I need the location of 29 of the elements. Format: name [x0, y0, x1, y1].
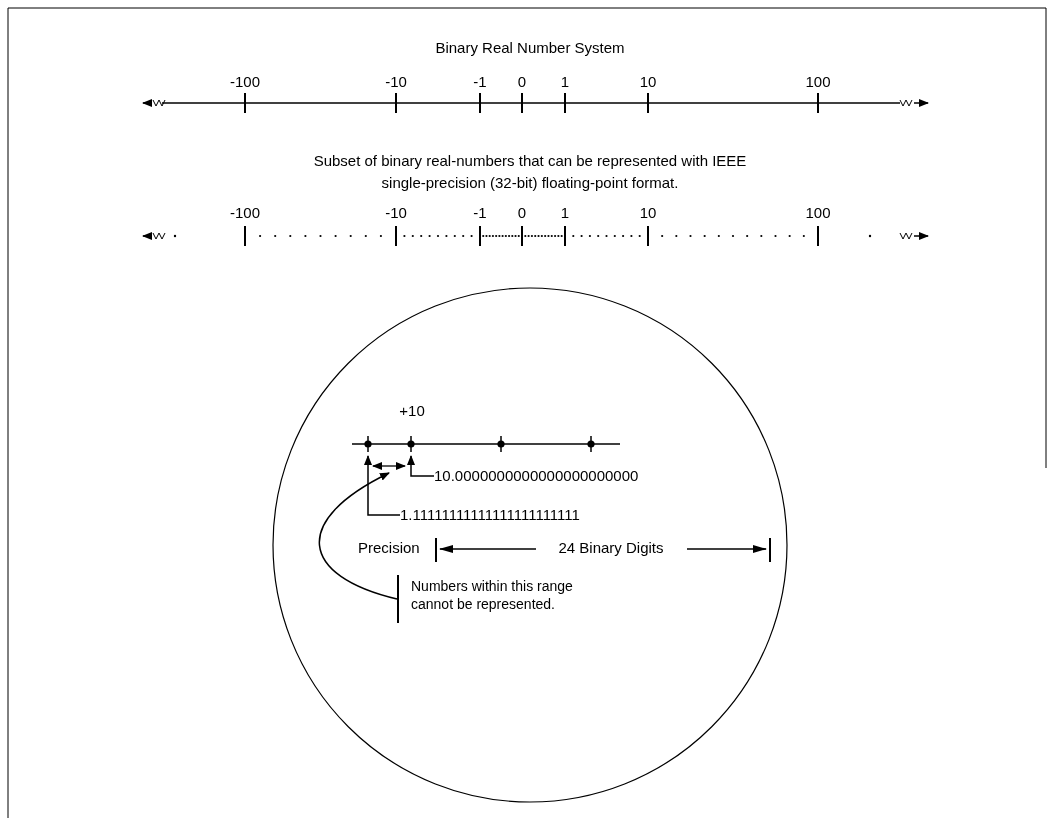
point-marker [364, 440, 372, 448]
tick-label: 0 [517, 73, 527, 91]
tick-label: 1 [560, 73, 570, 91]
tick-label: 10 [639, 73, 657, 91]
point-marker [587, 440, 595, 448]
curved-arrow [318, 472, 398, 600]
title: Binary Real Number System [435, 39, 625, 57]
tick-label: -1 [473, 73, 487, 91]
tick-label: 100 [805, 73, 831, 91]
tick-label: -1 [473, 204, 487, 222]
subtitle: Subset of binary real-numbers that can be represented with IEEE single-precision (32-bit) floating-point format. [312, 151, 748, 193]
point-marker [497, 440, 505, 448]
note-text: Numbers within this range cannot be represented. [397, 575, 586, 623]
leader-line [364, 455, 401, 516]
tick-label: -100 [230, 73, 260, 91]
tick-label: -10 [385, 204, 407, 222]
tick-label: -10 [385, 73, 407, 91]
tick-label: 100 [805, 204, 831, 222]
dimension-arrow [370, 461, 408, 471]
dimension-label: Precision [358, 539, 420, 557]
tick-label: +10 [399, 402, 425, 420]
leader-line [407, 455, 435, 477]
tick-label: 10 [639, 204, 657, 222]
tick-label: -100 [230, 204, 260, 222]
value-text: 10.0000000000000000000000 [434, 467, 639, 485]
point-marker [407, 440, 415, 448]
value-text: 1.11111111111111111111111 [400, 506, 580, 524]
tick-label: 1 [560, 204, 570, 222]
tick-label: 0 [517, 204, 527, 222]
